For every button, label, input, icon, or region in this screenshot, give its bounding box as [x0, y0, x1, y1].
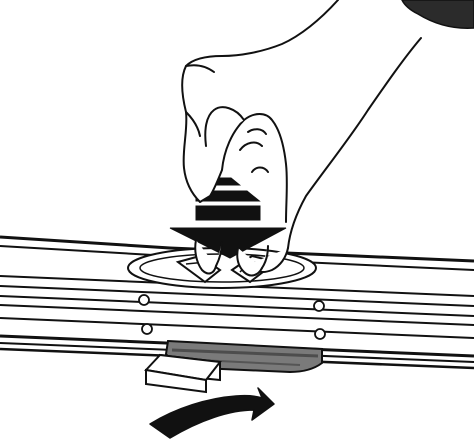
latch-part: [146, 341, 322, 392]
mounting-hole: [142, 324, 152, 334]
mounting-hole: [314, 301, 324, 311]
mounting-hole: [315, 329, 325, 339]
corner-badge: [402, 0, 474, 28]
mounting-hole: [139, 295, 149, 305]
curved-arrow-icon: [150, 388, 274, 438]
